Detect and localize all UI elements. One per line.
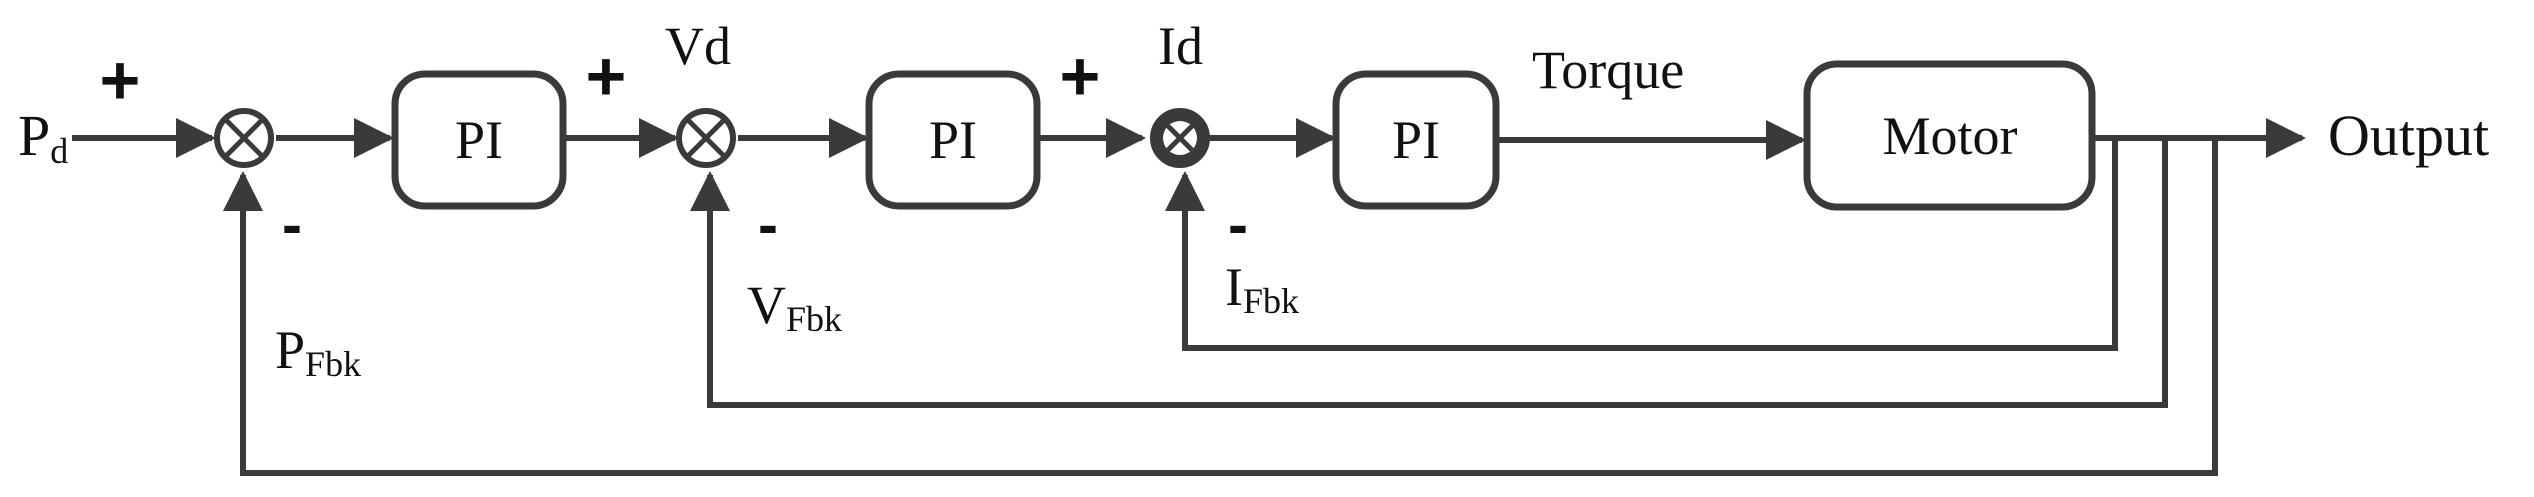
pi-block-current: PI [1332, 70, 1500, 210]
input-label-pd: Pd [18, 103, 68, 171]
pi-block-velocity-label: PI [929, 110, 977, 170]
pi-block-position: PI [391, 70, 567, 210]
signal-label-id: Id [1158, 16, 1203, 76]
pi-block-position-label: PI [455, 110, 503, 170]
sum3-minus-sign: - [1228, 191, 1248, 258]
sum2-minus-sign: - [758, 191, 778, 258]
motor-block-label: Motor [1883, 106, 2018, 166]
pi-block-current-label: PI [1392, 110, 1440, 170]
sum2-plus-sign: + [586, 37, 627, 115]
pi-block-velocity: PI [865, 70, 1041, 210]
feedback-velocity-wire [690, 138, 2168, 408]
feedback-current-wire [1165, 138, 2118, 351]
signal-label-ifbk: IFbk [1225, 257, 1299, 321]
signal-label-pfbk: PFbk [275, 320, 361, 384]
feedback-position-wire [223, 138, 2218, 476]
summing-junction-2 [676, 108, 736, 168]
summing-junction-3 [1150, 108, 1210, 168]
sum1-plus-sign: + [100, 41, 141, 119]
output-label: Output [2328, 103, 2489, 168]
sum1-minus-sign: - [282, 191, 302, 258]
motor-block: Motor [1803, 60, 2096, 211]
sum3-plus-sign: + [1060, 37, 1101, 115]
signal-label-vd: Vd [665, 16, 731, 76]
signal-label-vfbk: VFbk [747, 275, 842, 339]
summing-junction-1 [214, 108, 274, 168]
signal-label-torque: Torque [1532, 40, 1684, 100]
